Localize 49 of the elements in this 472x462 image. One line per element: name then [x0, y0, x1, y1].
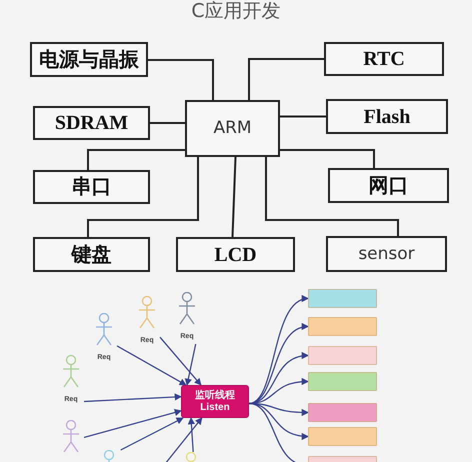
- task-box: [308, 317, 377, 336]
- connector-line: [265, 157, 399, 236]
- task-box: [308, 346, 377, 365]
- arrow: [248, 324, 309, 404]
- connector-line: [280, 116, 326, 118]
- process-box: [181, 385, 249, 418]
- component-box: [328, 168, 449, 203]
- task-box: [308, 372, 377, 391]
- component-box: [33, 170, 150, 204]
- component-box: [326, 236, 447, 272]
- box-label: 网口: [368, 176, 408, 196]
- component-box: [176, 237, 295, 272]
- arrow: [248, 352, 309, 404]
- connector-line: [87, 149, 185, 170]
- box-label: sensor: [358, 246, 415, 262]
- component-box: [326, 99, 448, 134]
- box-label: Flash: [364, 106, 410, 126]
- connector-line: [87, 157, 199, 237]
- box-label: Listen: [200, 402, 230, 414]
- box-label: 电源与晶振: [39, 50, 139, 70]
- arrow: [164, 417, 202, 462]
- connector-line: [148, 59, 214, 100]
- title: C应用开发: [190, 0, 282, 22]
- box-label: 串口: [72, 177, 112, 197]
- component-box: [324, 42, 444, 76]
- arrow: [188, 417, 195, 452]
- component-box: [33, 106, 150, 140]
- arrow: [120, 417, 184, 451]
- task-box: [308, 289, 377, 308]
- arrow: [184, 344, 196, 386]
- connector-line: [150, 122, 185, 124]
- connector-line: [232, 156, 236, 238]
- component-box: [30, 42, 148, 77]
- box-label: 监听线程: [195, 390, 235, 402]
- arrow: [160, 336, 202, 386]
- box-label: ARM: [213, 120, 252, 137]
- component-box: [185, 100, 280, 157]
- box-label: 键盘: [72, 244, 112, 264]
- arrow: [84, 393, 182, 402]
- box-label: SDRAM: [54, 113, 128, 133]
- box-label: LCD: [214, 244, 257, 264]
- arrow: [84, 409, 182, 438]
- arrow: [116, 345, 187, 386]
- box-label: RTC: [363, 49, 405, 69]
- task-box: [308, 427, 377, 446]
- task-box: [308, 403, 377, 422]
- connector-line: [280, 149, 375, 168]
- connector-line: [248, 58, 324, 100]
- component-box: [33, 237, 150, 272]
